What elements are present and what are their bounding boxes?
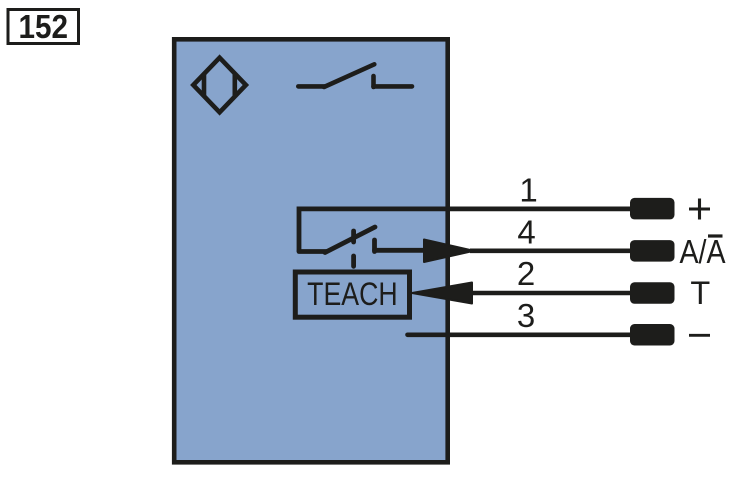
svg-text:3: 3 [517, 297, 535, 334]
svg-text:1: 1 [519, 171, 537, 208]
svg-text:4: 4 [517, 213, 535, 250]
svg-text:T: T [690, 275, 710, 311]
svg-text:A/A: A/A [680, 233, 726, 270]
svg-text:152: 152 [19, 8, 69, 45]
svg-text:TEACH: TEACH [307, 276, 398, 312]
svg-text:2: 2 [517, 255, 535, 292]
